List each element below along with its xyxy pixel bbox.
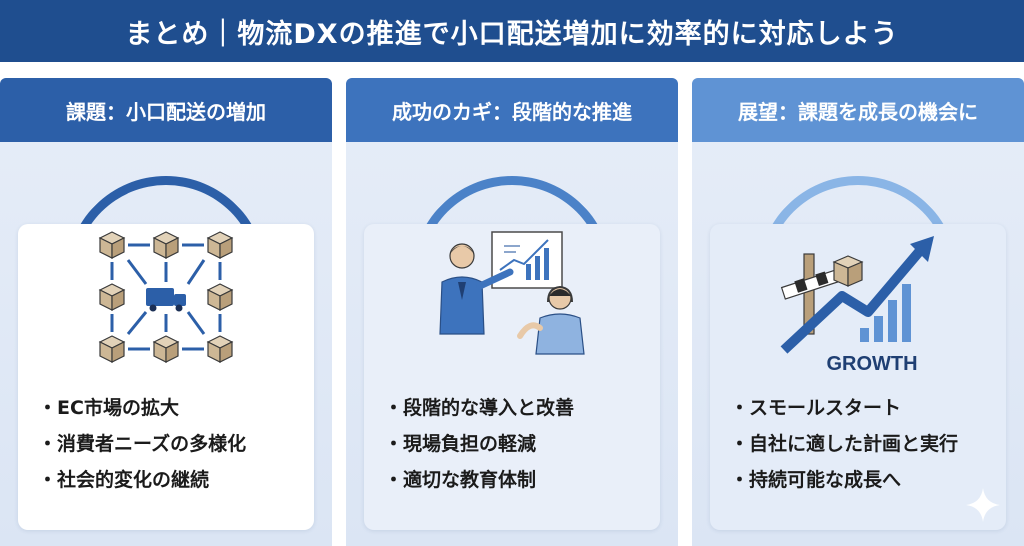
parcel-network-icon xyxy=(99,231,233,363)
content-card: EC市場の拡大 消費者ニーズの多様化 社会的変化の継続 xyxy=(18,224,314,530)
bullet-list: スモールスタート 自社に適した計画と実行 持続可能な成長へ xyxy=(730,390,958,498)
page-title: まとめ｜物流DXの推進で小口配送増加に効率的に対応しよう xyxy=(0,0,1024,62)
list-item: 自社に適した計画と実行 xyxy=(730,426,958,462)
list-item: 段階的な導入と改善 xyxy=(384,390,574,426)
sparkle-icon xyxy=(966,488,1000,522)
list-item: 消費者ニーズの多様化 xyxy=(38,426,246,462)
list-item: EC市場の拡大 xyxy=(38,390,246,426)
column-header: 展望：課題を成長の機会に xyxy=(692,78,1024,142)
list-item: 適切な教育体制 xyxy=(384,462,574,498)
bullet-list: 段階的な導入と改善 現場負担の軽減 適切な教育体制 xyxy=(384,390,574,498)
presentation-people-icon xyxy=(439,231,585,355)
growth-chart-icon: GROWTH xyxy=(780,236,934,374)
content-card: 段階的な導入と改善 現場負担の軽減 適切な教育体制 xyxy=(364,224,660,530)
content-card: GROWTH スモールスタート 自社に適した計画と実行 持続可能な成長へ xyxy=(710,224,1006,530)
growth-label: GROWTH xyxy=(826,353,917,374)
column-outlook: 展望：課題を成長の機会に GROWTH スモールスタート 自社に適した計画と実行… xyxy=(692,78,1024,546)
bullet-list: EC市場の拡大 消費者ニーズの多様化 社会的変化の継続 xyxy=(38,390,246,498)
list-item: 持続可能な成長へ xyxy=(730,462,958,498)
column-challenge: 課題：小口配送の増加 xyxy=(0,78,332,546)
list-item: スモールスタート xyxy=(730,390,958,426)
column-key-to-success: 成功のカギ：段階的な推進 段階的な導入と改善 現場負担の軽減 適切な教育体制 xyxy=(346,78,678,546)
list-item: 社会的変化の継続 xyxy=(38,462,246,498)
column-header: 成功のカギ：段階的な推進 xyxy=(346,78,678,142)
list-item: 現場負担の軽減 xyxy=(384,426,574,462)
column-header: 課題：小口配送の増加 xyxy=(0,78,332,142)
